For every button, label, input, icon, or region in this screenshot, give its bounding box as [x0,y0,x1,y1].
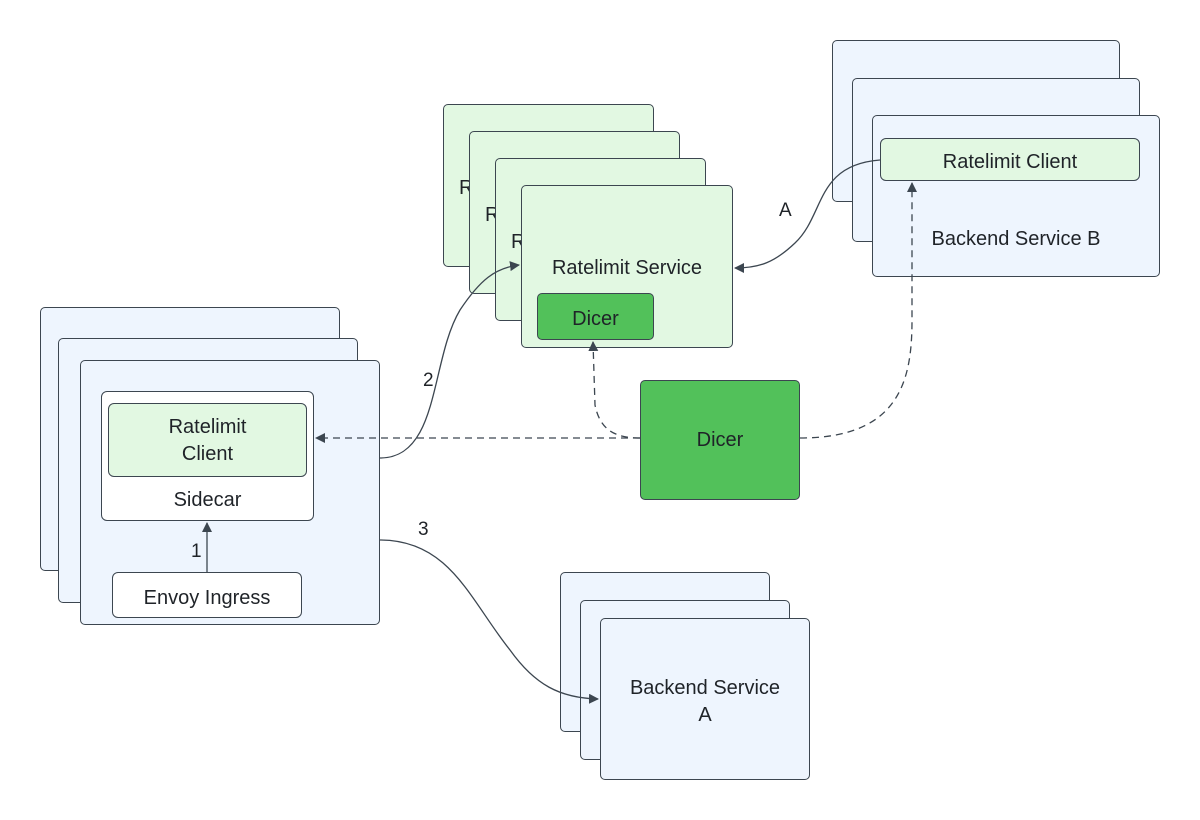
sidecar-ratelimit-client-node [108,403,307,477]
dicer-to-backend-b-client-dashed-arrow [799,182,917,439]
edge-1-label: 1 [191,541,202,562]
ratelimit-service-label: Ratelimit Service [551,257,703,279]
backend-service-b-client-node [880,138,1140,181]
sidecar-ratelimit-client-label-line1: Ratelimit [168,416,247,438]
sidecar-label: Sidecar [173,489,242,511]
edge-a-arrow [734,159,881,273]
envoy-ingress-label: Envoy Ingress [143,587,271,609]
backend-service-b-client-label: Ratelimit Client [942,151,1078,173]
dicer-node [640,380,800,500]
backend-service-b-label: Backend Service B [931,228,1101,250]
edge-3-label: 3 [418,519,429,540]
backend-service-a-label-line2: A [698,704,712,726]
sidecar-ratelimit-client-label-line2: Client [181,443,234,465]
dicer-to-service-dicer-dashed-arrow [588,341,641,439]
ratelimit-service-dicer-node [537,293,654,340]
backend-service-a-label-line1: Backend Service [629,677,781,699]
ratelimit-service-dicer-label: Dicer [572,308,619,330]
envoy-ingress-node [112,572,302,618]
dicer-label: Dicer [696,429,744,451]
edge-2-label: 2 [423,370,434,391]
backend-service-a-node [600,618,810,780]
edge-a-label: A [779,200,792,221]
edge-2-arrow [379,261,520,459]
edge-3-arrow [379,539,599,704]
